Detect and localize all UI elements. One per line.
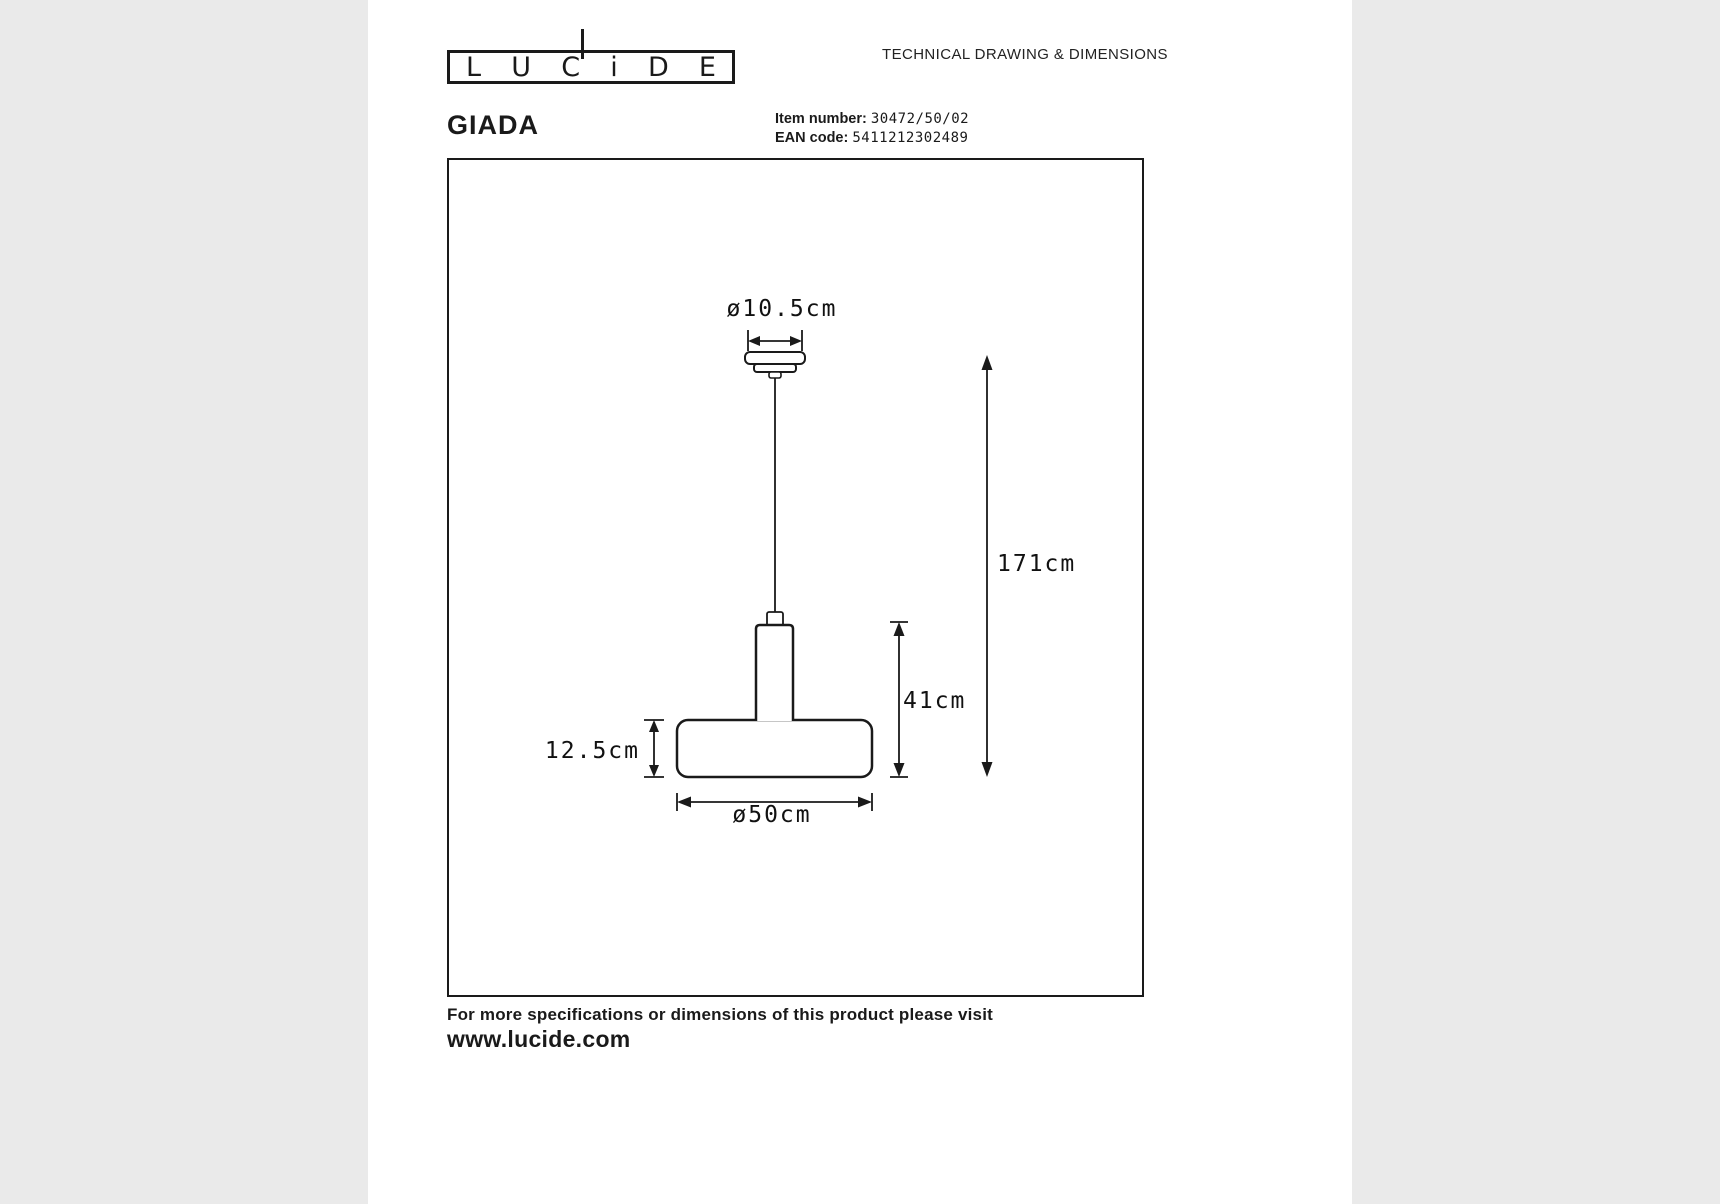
logo-letter: U	[511, 51, 531, 83]
total-height-label: 171cm	[997, 551, 1077, 577]
logo-letter: E	[698, 51, 716, 83]
total-height-dimension	[981, 355, 993, 777]
pendant-lamp-drawing	[644, 330, 993, 811]
shade-diameter-label: ø50cm	[732, 802, 812, 828]
product-name: GIADA	[447, 110, 539, 140]
canopy-diameter-dimension	[747, 330, 803, 351]
lamp-shade	[675, 718, 874, 779]
shade-diameter-dimension	[676, 793, 873, 811]
document-title: TECHNICAL DRAWING & DIMENSIONS	[882, 46, 1168, 63]
socket-cylinder	[754, 611, 795, 721]
right-margin	[1352, 0, 1720, 1204]
logo-letter: D	[647, 51, 669, 83]
footer-website-link[interactable]: www.lucide.com	[447, 1026, 631, 1052]
item-number-label: Item number:	[775, 111, 867, 127]
ean-code-row: EAN code: 5411212302489	[775, 130, 968, 146]
footer-note: For more specifications or dimensions of…	[447, 1005, 993, 1024]
left-margin	[0, 0, 368, 1204]
ean-code-value: 5411212302489	[852, 130, 969, 146]
fixture-height-label: 41cm	[903, 688, 967, 714]
technical-drawing-frame	[447, 158, 1144, 997]
ean-code-label: EAN code:	[775, 130, 849, 146]
shade-height-dimension	[644, 719, 664, 778]
fixture-height-dimension	[890, 621, 908, 778]
logo-letter: L	[466, 51, 482, 83]
item-number-row: Item number: 30472/50/02	[775, 111, 969, 127]
ceiling-canopy	[744, 351, 806, 379]
logo-letter: i	[610, 51, 618, 83]
logo-letter: C	[561, 51, 581, 83]
lucide-logo: L U C i D E	[447, 29, 735, 84]
logo-accent-mark-icon	[581, 29, 584, 59]
shade-height-label: 12.5cm	[544, 738, 640, 764]
canopy-diameter-label: ø10.5cm	[726, 296, 838, 322]
item-number-value: 30472/50/02	[870, 111, 970, 127]
